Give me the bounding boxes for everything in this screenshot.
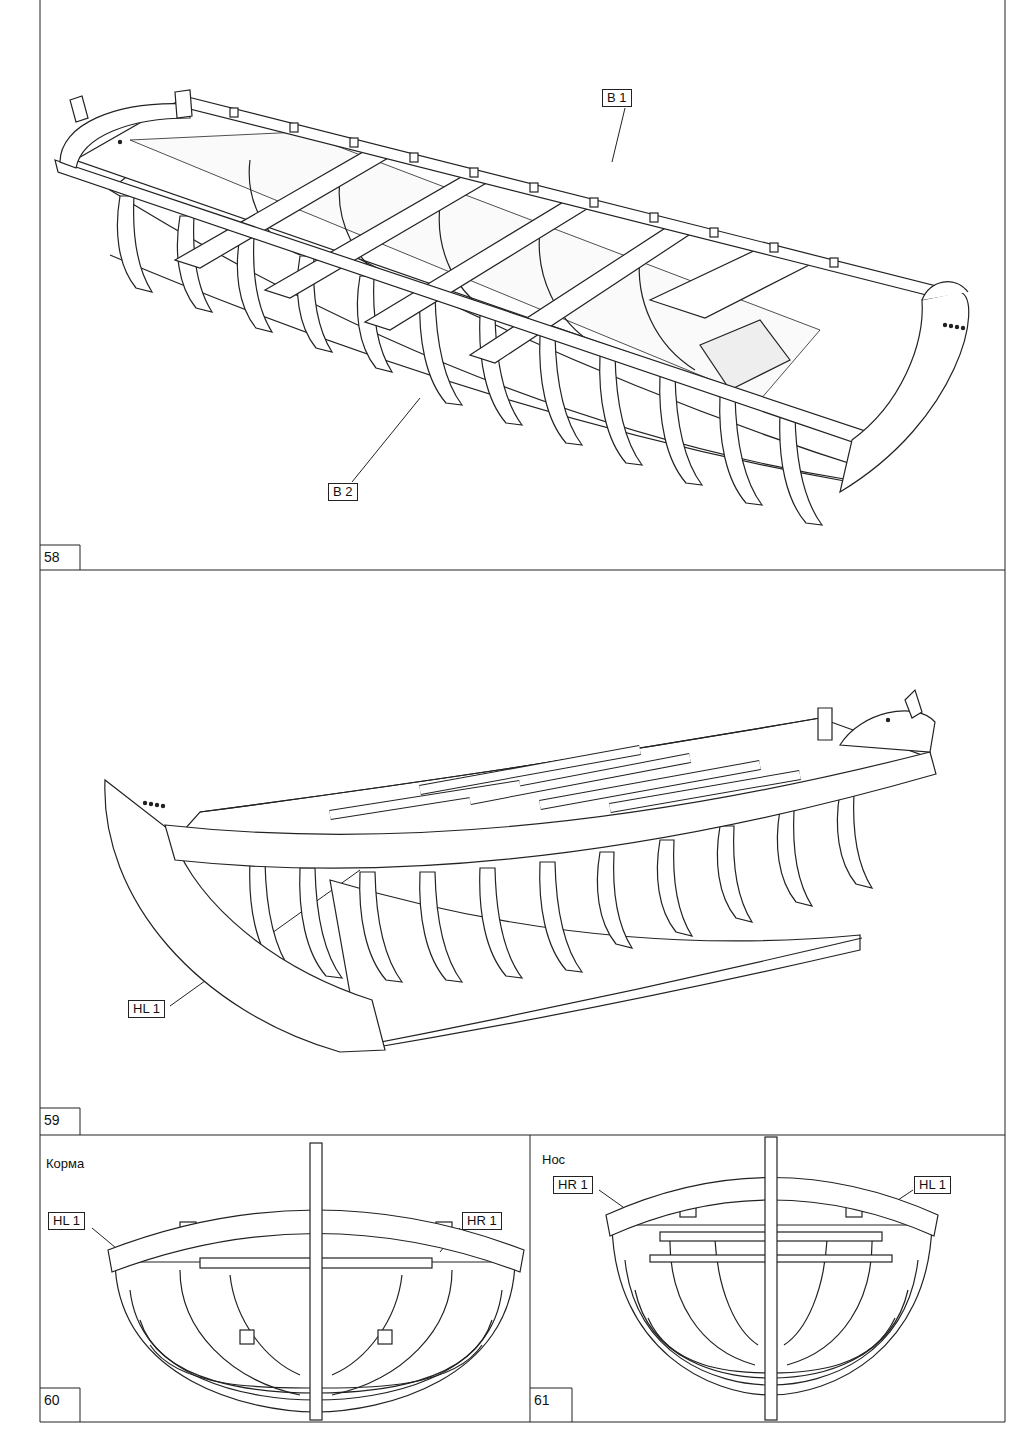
- callout-label: HL 1: [128, 1000, 165, 1018]
- panel-number: 60: [40, 1388, 60, 1408]
- boat-view-59: [105, 690, 936, 1052]
- callout-label: B 2: [328, 483, 358, 501]
- bow-view-61: [606, 1137, 938, 1420]
- panel-number: 61: [530, 1388, 550, 1408]
- callout-label: HL 1: [48, 1212, 85, 1230]
- callout-label: B 1: [602, 89, 632, 107]
- leader-lines: [92, 108, 913, 1258]
- callout-label: HR 1: [462, 1212, 502, 1230]
- view-title: Корма: [46, 1156, 84, 1172]
- callout-label: HR 1: [553, 1176, 593, 1194]
- panel-number: 59: [40, 1108, 60, 1128]
- panel-number: 58: [40, 545, 60, 565]
- callout-label: HL 1: [914, 1176, 951, 1194]
- boat-view-58: [55, 90, 969, 525]
- view-title: Нос: [542, 1152, 565, 1168]
- panel-frame: [40, 0, 1005, 1422]
- stern-view-60: [108, 1143, 524, 1420]
